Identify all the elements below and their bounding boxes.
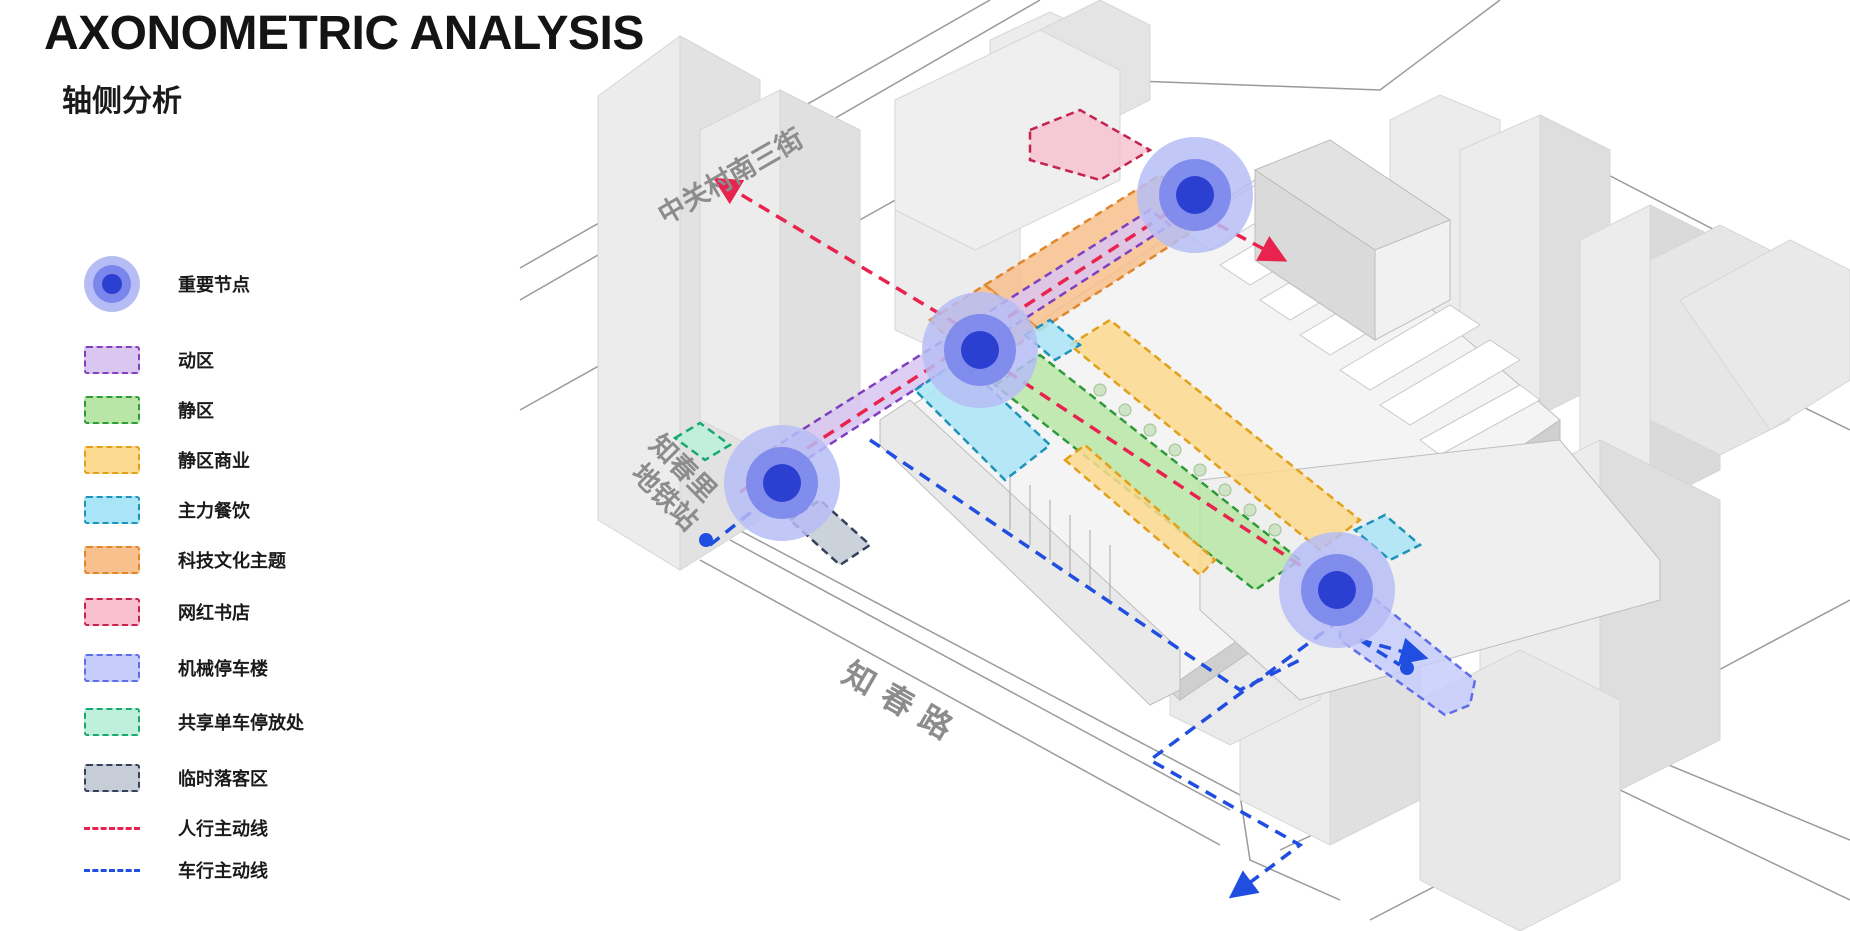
legend-item-bookstore: 网红书店 xyxy=(84,594,250,630)
vehicle-exit-dot xyxy=(1400,661,1414,675)
legend: 重要节点 动区 静区 静区商业 主力餐饮 科技文化主题 网红书店 机械停车楼 共… xyxy=(84,256,444,888)
quiet-retail-zone xyxy=(1067,318,1363,552)
legend-item-main-dining: 主力餐饮 xyxy=(84,492,250,528)
legend-label: 共享单车停放处 xyxy=(178,713,304,734)
legend-item-parking-garage: 机械停车楼 xyxy=(84,650,268,686)
legend-label: 重要节点 xyxy=(178,275,250,296)
key-node-metro xyxy=(724,425,840,541)
dining-zone-north xyxy=(1022,318,1083,362)
legend-label: 临时落客区 xyxy=(178,769,268,790)
legend-item-pedestrian-route: 人行主动线 xyxy=(84,810,268,846)
zone-swatch xyxy=(84,446,140,474)
legend-label: 科技文化主题 xyxy=(178,551,286,572)
legend-label: 网红书店 xyxy=(178,603,250,624)
street-label-south: 知春路 xyxy=(836,654,969,753)
legend-item-active-zone: 动区 xyxy=(84,342,214,378)
zone-swatch xyxy=(84,598,140,626)
zone-swatch xyxy=(84,546,140,574)
legend-item-tech-culture: 科技文化主题 xyxy=(84,542,286,578)
vehicle-line-swatch xyxy=(84,868,140,872)
key-nodes xyxy=(724,137,1395,648)
legend-label: 人行主动线 xyxy=(178,819,268,840)
legend-item-bike-parking: 共享单车停放处 xyxy=(84,704,304,740)
dining-zone-east xyxy=(1352,513,1423,562)
zone-swatch xyxy=(84,708,140,736)
bookstore-zone xyxy=(1028,108,1153,182)
legend-label: 主力餐饮 xyxy=(178,501,250,522)
page-title: AXONOMETRIC ANALYSIS xyxy=(44,7,644,60)
legend-label: 动区 xyxy=(178,351,214,372)
legend-item-quiet-zone: 静区 xyxy=(84,392,214,428)
key-node-northeast xyxy=(1137,137,1253,253)
key-node-center xyxy=(922,292,1038,408)
node-icon xyxy=(84,256,140,312)
legend-item-quiet-retail: 静区商业 xyxy=(84,442,250,478)
tree-row xyxy=(1093,383,1282,537)
vehicle-routes xyxy=(708,438,1429,899)
zone-swatch xyxy=(84,496,140,524)
pedestrian-line-swatch xyxy=(84,826,140,830)
legend-label: 静区 xyxy=(178,401,214,422)
legend-item-vehicle-route: 车行主动线 xyxy=(84,852,268,888)
zone-swatch xyxy=(84,764,140,792)
zone-swatch xyxy=(84,654,140,682)
legend-label: 机械停车楼 xyxy=(178,659,268,680)
bike-parking-zone xyxy=(672,421,733,462)
legend-label: 车行主动线 xyxy=(178,861,268,882)
legend-label: 静区商业 xyxy=(178,451,250,472)
quiet-retail-zone-south xyxy=(1062,443,1217,577)
zone-swatch xyxy=(84,346,140,374)
legend-item-drop-off: 临时落客区 xyxy=(84,760,268,796)
vehicle-entry-dot xyxy=(699,533,713,547)
key-node-southeast xyxy=(1279,532,1395,648)
page-subtitle: 轴侧分析 xyxy=(62,84,182,119)
legend-item-key-node: 重要节点 xyxy=(84,256,250,312)
zone-swatch xyxy=(84,396,140,424)
